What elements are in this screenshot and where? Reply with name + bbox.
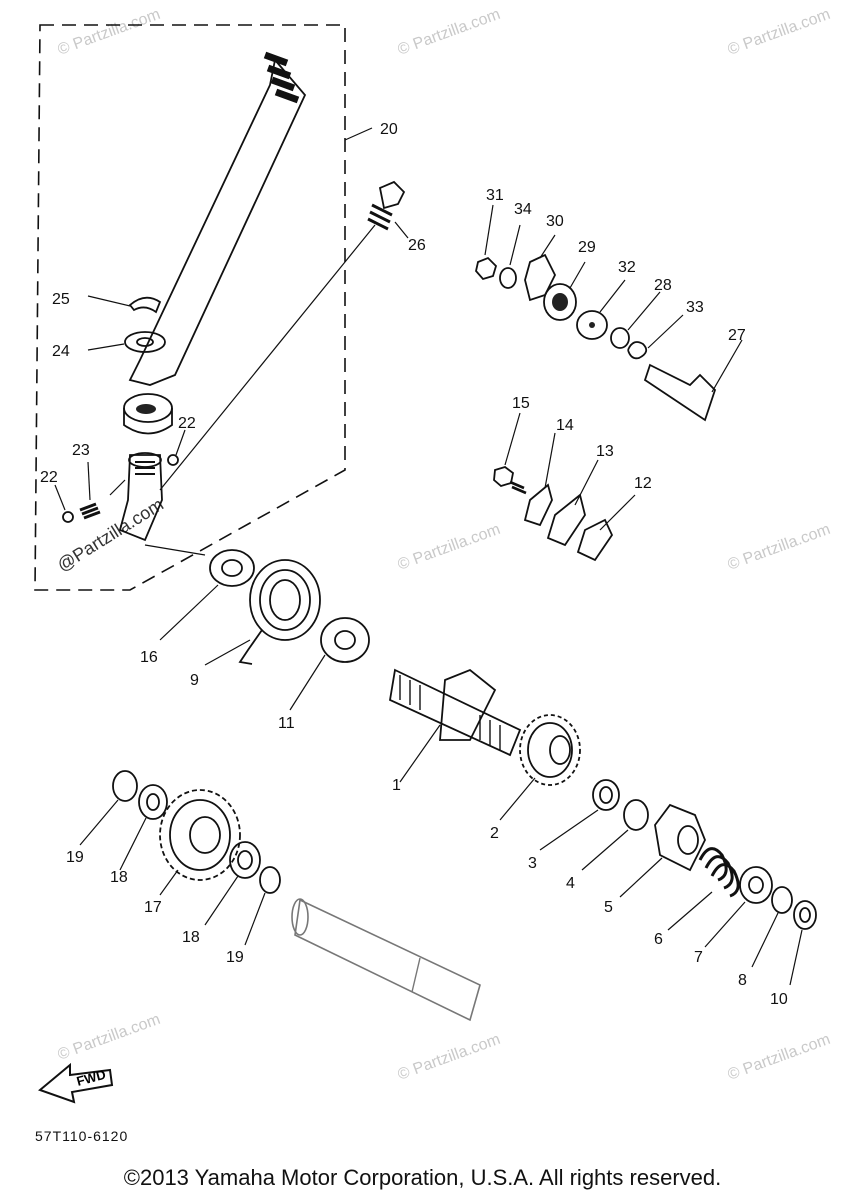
callout-14: 14 [556,417,574,434]
callout-29: 29 [578,239,596,256]
callout-27: 27 [728,327,746,344]
kick-crank-assembly-boundary [34,24,346,591]
kick-axle-1 [388,668,522,783]
callout-3: 3 [528,855,537,872]
torsion-spring-9 [204,559,321,666]
idler-gear-17 [159,789,241,896]
watermark-partzilla: © Partzilla.com [726,1031,833,1084]
callout-19: 19 [66,849,84,866]
collar-11 [289,617,370,711]
callout-17: 17 [144,899,162,916]
watermark-partzilla: © Partzilla.com [726,521,833,574]
callout-2: 2 [490,825,499,842]
circlip-19-right [244,866,281,946]
callout-30: 30 [546,213,564,230]
callout-18: 18 [110,869,128,886]
callout-28: 28 [654,277,672,294]
callout-4: 4 [566,875,575,892]
circlip-25 [87,295,162,314]
callout-20: 20 [380,121,398,138]
callout-12: 12 [634,475,652,492]
callout-11: 11 [278,715,295,732]
callout-26: 26 [408,237,426,254]
watermark-partzilla-dark: @Partzilla.com [54,494,167,575]
fwd-arrow: FWD [38,1062,114,1104]
gear-2 [499,714,581,821]
callout-18: 18 [182,929,200,946]
washer-3 [539,779,620,851]
callout-16: 16 [140,649,158,666]
watermarks: © Partzilla.com © Partzilla.com © Partzi… [54,6,833,1084]
callout-22: 22 [40,469,58,486]
fwd-label: FWD [75,1067,107,1089]
watermark-partzilla: © Partzilla.com [396,521,503,574]
leader-20 [344,127,373,141]
callout-10: 10 [770,991,788,1008]
circlip-4 [581,799,649,871]
callout-5: 5 [604,899,613,916]
callout-8: 8 [738,972,747,989]
callout-33: 33 [686,299,704,316]
callout-23: 23 [72,442,90,459]
callout-24: 24 [52,343,70,360]
callout-25: 25 [52,291,70,308]
callout-9: 9 [190,672,199,689]
oil-seal-16 [159,549,255,641]
washer-7 [704,866,773,948]
callout-1: 1 [392,777,401,794]
callout-15: 15 [512,395,530,412]
washer-24 [87,331,166,353]
plates-and-bolt [493,412,636,562]
watermark-partzilla: © Partzilla.com [726,6,833,59]
callout-13: 13 [596,443,614,460]
ball-and-spring [54,429,206,556]
callout-34: 34 [514,201,532,218]
copyright-notice: ©2013 Yamaha Motor Corporation, U.S.A. A… [123,1165,722,1190]
callout-31: 31 [486,187,504,204]
callout-labels: 20 26 25 24 22 23 22 16 9 11 1 2 3 4 5 6… [40,121,788,1008]
watermark-partzilla: © Partzilla.com [56,1011,163,1064]
circlip-19-left [79,770,138,846]
figure-code: 57T110-6120 [35,1128,129,1144]
bolt-26 [159,180,409,491]
washer-18-left [119,784,168,871]
callout-6: 6 [654,931,663,948]
kickstarter-exploded-diagram: © Partzilla.com © Partzilla.com © Partzi… [34,6,833,1104]
transmission-shaft [291,898,481,1022]
callout-22: 22 [178,415,196,432]
callout-32: 32 [618,259,636,276]
watermark-partzilla: © Partzilla.com [396,1031,503,1084]
kick-boss [118,452,163,542]
watermark-partzilla: © Partzilla.com [396,6,503,59]
kick-crank-lever [123,51,307,435]
circlip-8 [751,886,793,968]
callout-19: 19 [226,949,244,966]
ratchet-5 [619,803,706,898]
kick-guide-assembly [475,204,743,422]
watermark-partzilla: © Partzilla.com [56,6,163,59]
washer-10 [789,900,817,986]
spring-6 [667,847,740,931]
callout-7: 7 [694,949,703,966]
washer-18-right [204,841,261,926]
